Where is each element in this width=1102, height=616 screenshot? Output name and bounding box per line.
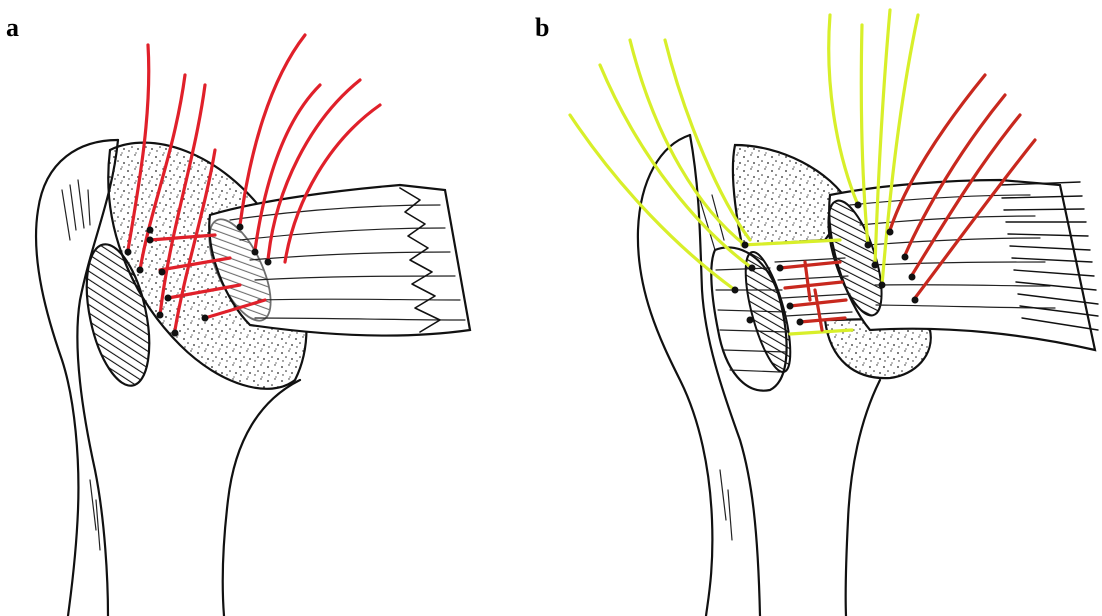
panel-a: a bbox=[6, 13, 470, 616]
panel-b-label: b bbox=[535, 13, 549, 42]
panel-b-suture-yellow bbox=[600, 65, 752, 268]
panel-b-suture-yellow bbox=[829, 15, 858, 205]
panel-b: b bbox=[535, 10, 1098, 616]
panel-b-glenoid-neck bbox=[846, 380, 880, 616]
panel-a-label: a bbox=[6, 13, 19, 42]
panel-a-glenoid-neck bbox=[223, 380, 300, 616]
panel-b-suture-yellow bbox=[570, 115, 735, 290]
panel-b-humerus-outline bbox=[638, 135, 713, 616]
panel-a-detail-lines bbox=[62, 180, 100, 550]
